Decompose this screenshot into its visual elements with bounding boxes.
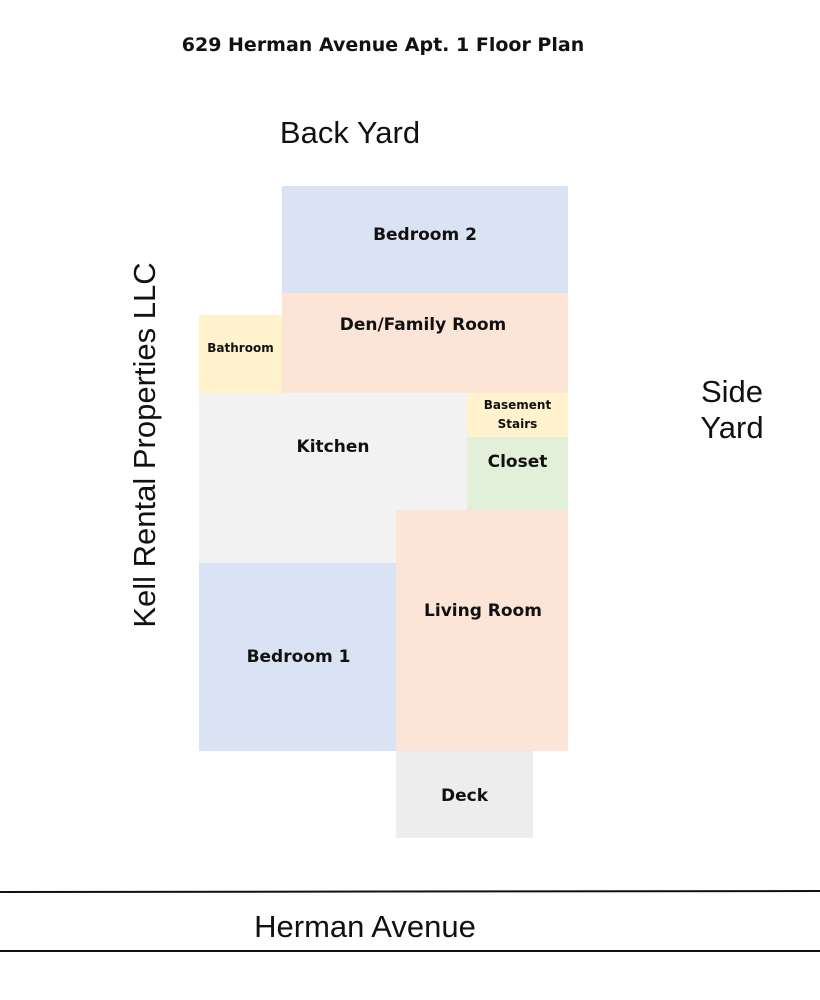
room-deck-label: Deck [440, 785, 489, 806]
street-line-bottom [0, 950, 820, 952]
room-bedroom-1-label: Bedroom 1 [246, 647, 351, 667]
room-closet: Closet [467, 437, 568, 510]
room-living-room-label: Living Room [424, 600, 542, 621]
room-bedroom-2-label: Bedroom 2 [373, 224, 477, 245]
room-bedroom-2: Bedroom 2 [282, 186, 568, 293]
page-title: 629 Herman Avenue Apt. 1 Floor Plan [181, 34, 585, 56]
room-bathroom-label: Bathroom [207, 341, 274, 355]
room-den-family-label: Den/Family Room [339, 314, 507, 335]
room-basement-stairs: Basement Stairs [467, 393, 568, 437]
room-deck: Deck [396, 751, 533, 838]
side-yard-label: Side Yard [700, 374, 764, 445]
room-bedroom-1: Bedroom 1 [199, 563, 396, 751]
room-bathroom: Bathroom [199, 315, 282, 393]
room-living-room: Living Room [396, 510, 568, 751]
room-den-family: Den/Family Room [282, 293, 568, 393]
room-kitchen-lower [396, 437, 467, 510]
street-label: Herman Avenue [254, 909, 476, 944]
company-label: Kell Rental Properties LLC [127, 262, 162, 628]
street-line-top [0, 889, 820, 893]
room-basement-stairs-label: Basement Stairs [483, 398, 552, 431]
room-kitchen-label: Kitchen [296, 436, 370, 457]
room-closet-label: Closet [487, 451, 548, 472]
back-yard-label: Back Yard [279, 115, 421, 150]
